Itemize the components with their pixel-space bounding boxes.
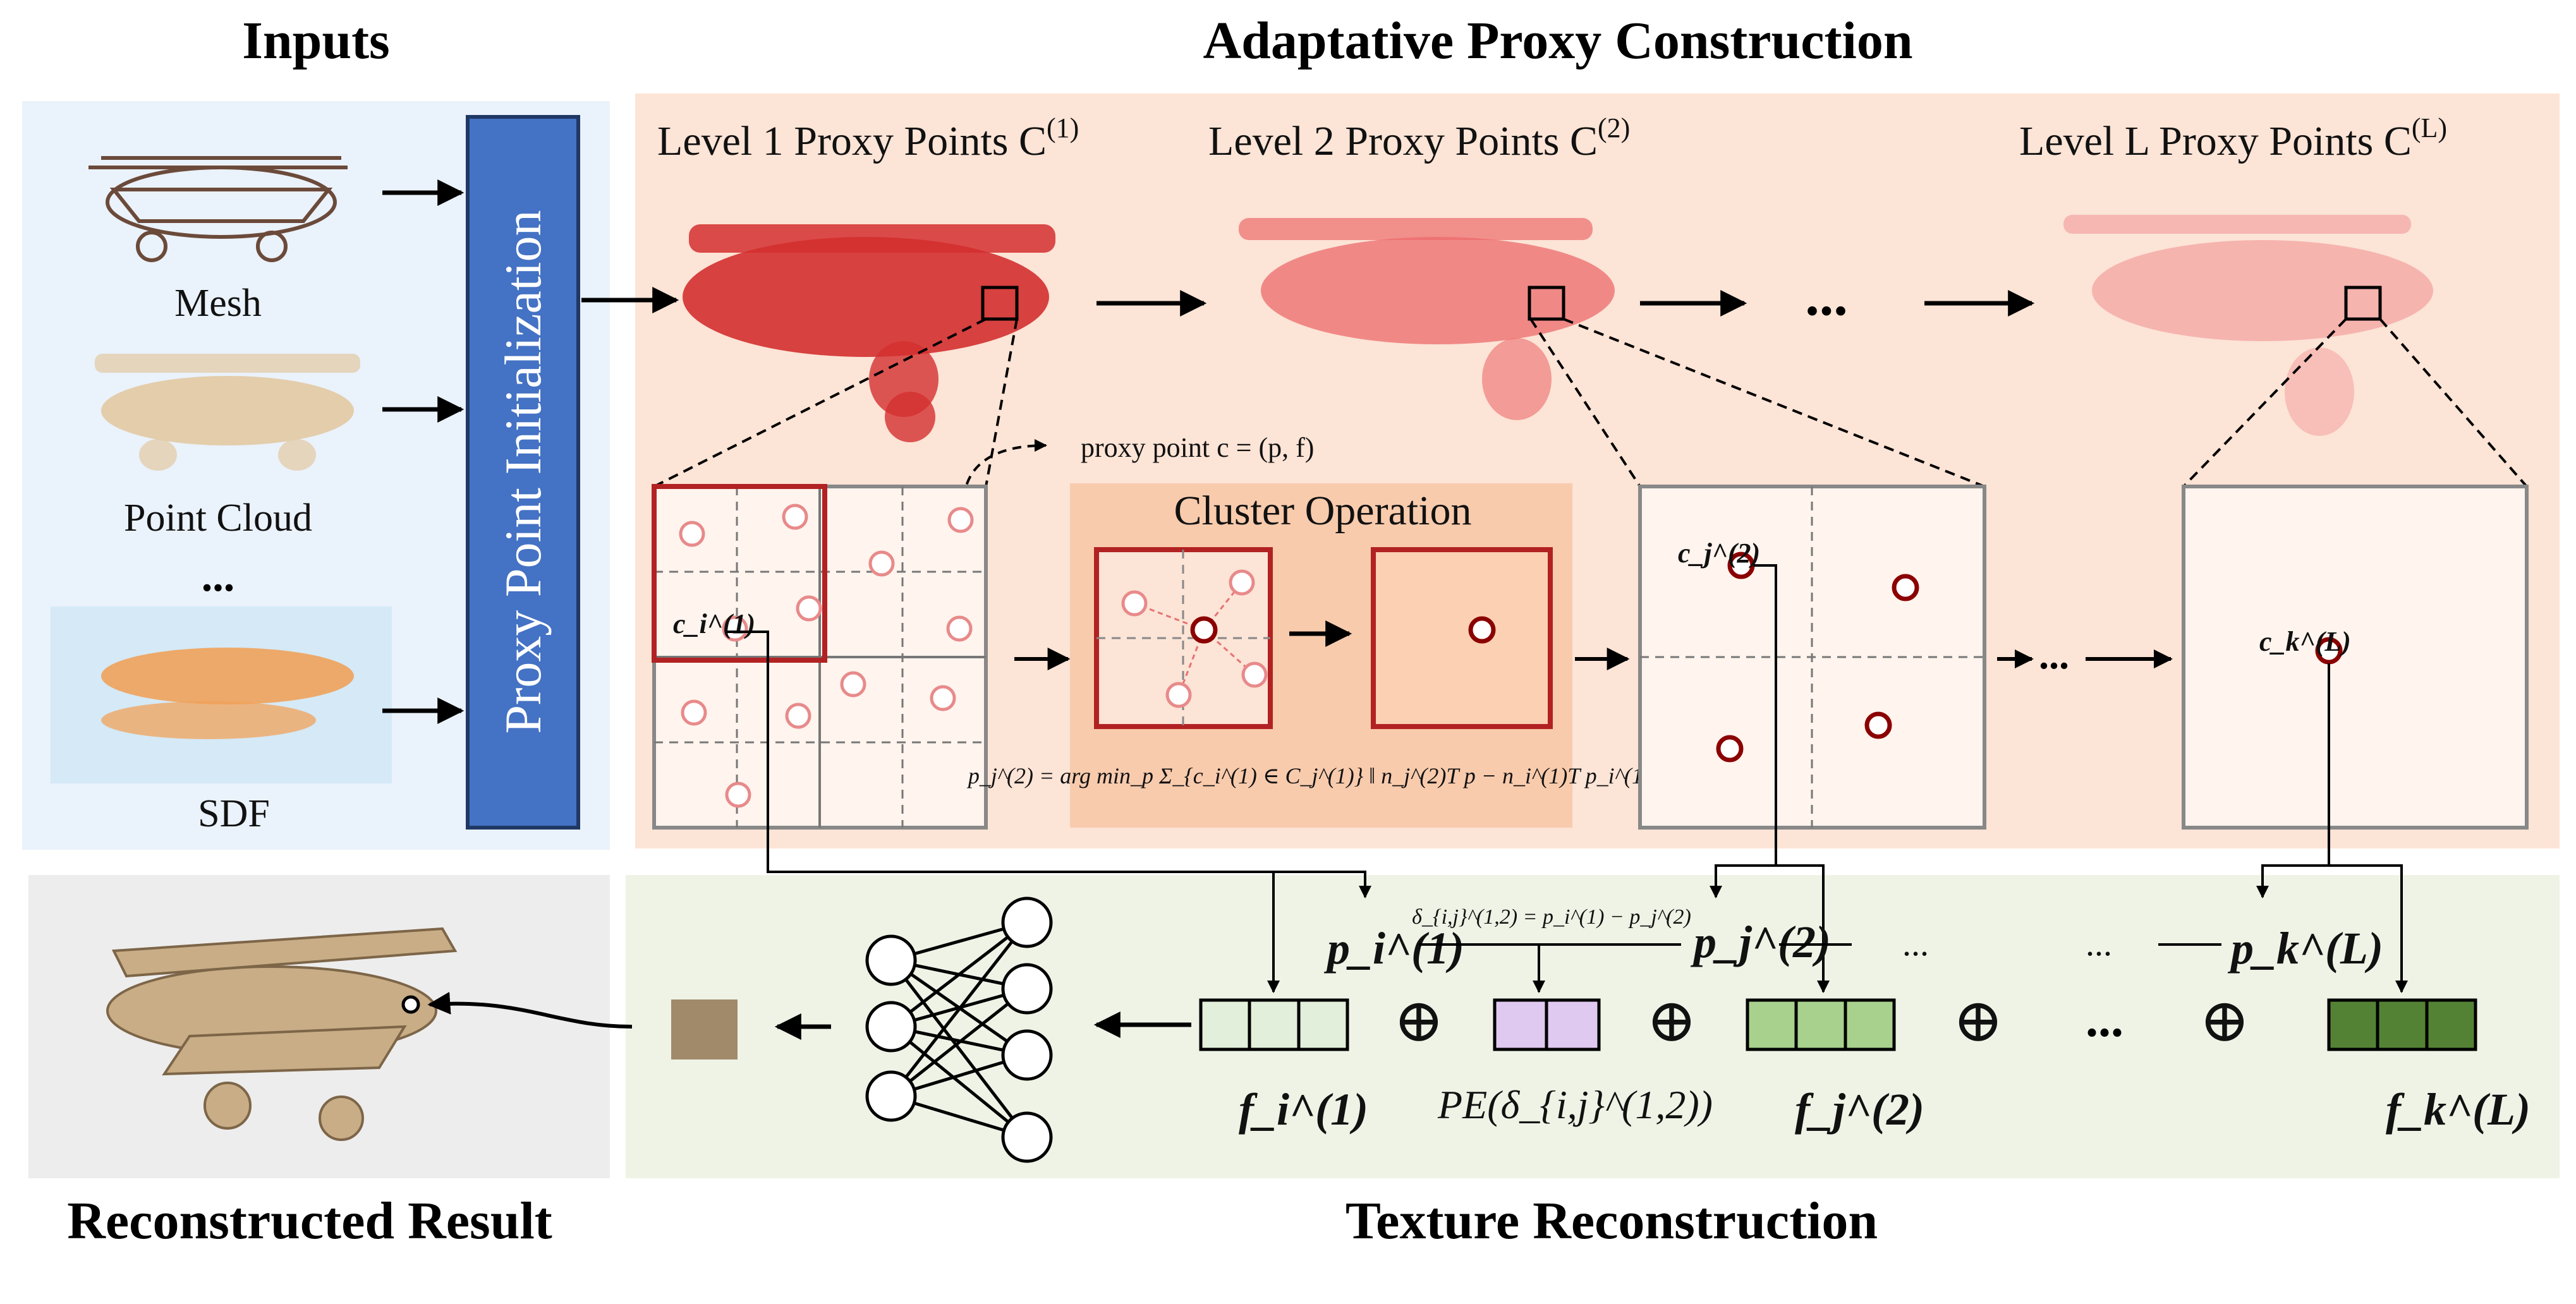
- level1-grid: [652, 484, 988, 830]
- sdf-points-icon: [51, 607, 392, 783]
- level2-grid: [1638, 485, 1986, 830]
- level2-zoom-square: [1528, 286, 1565, 321]
- fj2-label: f_j^(2): [1795, 1084, 1924, 1135]
- ckL-to-pkL-connector: [2256, 663, 2330, 898]
- oplus-3-icon: ⊕: [1953, 987, 2003, 1054]
- cluster-after-cell: [1371, 547, 1553, 729]
- level2-title: Level 2 Proxy Points C(2): [1208, 112, 1630, 164]
- oplus-2-icon: ⊕: [1646, 987, 1697, 1054]
- delta-formula: δ_{i,j}^(1,2) = p_i^(1) − p_j^(2): [1412, 905, 1691, 929]
- oplus-1-icon: ⊕: [1394, 987, 1444, 1054]
- level1-title: Level 1 Proxy Points C(1): [657, 112, 1079, 164]
- levelL-title: Level L Proxy Points C(L): [2019, 112, 2447, 164]
- fi1-feature-vector: [1199, 998, 1349, 1051]
- pointcloud-airplane-icon: [95, 354, 360, 471]
- ckL-to-fkL-connector: [2329, 864, 2408, 993]
- pe-label: PE(δ_{i,j}^(1,2)): [1437, 1082, 1713, 1127]
- reconstructed-heading: Reconstructed Result: [67, 1192, 552, 1250]
- cj2-to-fj2-connector: [1776, 864, 1830, 993]
- sdf-label: SDF: [198, 792, 270, 835]
- cj2-label: c_j^(2): [1678, 538, 1760, 569]
- fj2-feature-vector: [1746, 998, 1896, 1051]
- output-to-result-arrow: [427, 991, 633, 1029]
- grid-dots: ...: [2039, 632, 2069, 677]
- level1-zoom-line-left: [653, 318, 987, 488]
- level2-zoom-line-left: [1529, 318, 1641, 488]
- inputs-ellipsis: ...: [202, 552, 235, 601]
- pi1-label: p_i^(1): [1323, 923, 1464, 974]
- feature-dots: ...: [2086, 992, 2123, 1047]
- levelL-airplane-icon: [2063, 215, 2433, 436]
- levels-dots: ...: [1805, 265, 1848, 327]
- sample-point-marker: [401, 995, 420, 1014]
- level1-airplane-icon: [683, 224, 1055, 442]
- level2-airplane-icon: [1239, 218, 1615, 420]
- ci1-to-pi1-connector: [727, 631, 1371, 898]
- adaptive-heading: Adaptative Proxy Construction: [1203, 11, 1912, 70]
- fi1-label: f_i^(1): [1239, 1084, 1368, 1135]
- levelL-zoom-square: [2344, 286, 2382, 321]
- proxy-point-note-arrow: [963, 439, 1047, 500]
- proxy-point-note: proxy point c = (p, f): [1081, 432, 1314, 463]
- level1-zoom-line-right: [985, 318, 1018, 487]
- proxy-init-block: [466, 115, 580, 830]
- levelL-grid: [2182, 485, 2529, 830]
- texture-dots-2: ...: [2086, 924, 2112, 963]
- pe-feature-vector: [1493, 998, 1601, 1051]
- ci1-label: c_i^(1): [673, 608, 755, 639]
- point-cloud-label: Point Cloud: [124, 497, 312, 540]
- pkL-label: p_k^(L): [2227, 923, 2383, 974]
- oplus-4-icon: ⊕: [2199, 987, 2250, 1054]
- texture-dots-1: ...: [1902, 924, 1929, 963]
- inputs-heading: Inputs: [242, 11, 390, 70]
- pj2-label: p_j^(2): [1690, 917, 1831, 967]
- texture-heading: Texture Reconstruction: [1346, 1192, 1878, 1250]
- mesh-label: Mesh: [174, 282, 262, 325]
- mlp-network-icon: [865, 896, 1053, 1163]
- cluster-formula: p_j^(2) = arg min_p Σ_{c_i^(1) ∈ C_j^(1)…: [966, 763, 1677, 788]
- mesh-airplane-icon: [88, 156, 348, 262]
- ckL-label: c_k^(L): [2259, 626, 2351, 657]
- fkL-feature-vector: [2327, 998, 2477, 1051]
- level1-zoom-square: [981, 286, 1019, 321]
- cluster-title: Cluster Operation: [1174, 488, 1471, 534]
- fkL-label: f_k^(L): [2386, 1084, 2530, 1135]
- level2-zoom-line-right: [1563, 318, 1985, 488]
- proxy-init-label: Proxy Point Initialization: [494, 210, 552, 734]
- output-color-swatch: [671, 999, 738, 1060]
- cluster-before-cell: [1094, 547, 1273, 729]
- levelL-zoom-line-left: [2182, 318, 2347, 488]
- levelL-zoom-line-right: [2379, 318, 2528, 488]
